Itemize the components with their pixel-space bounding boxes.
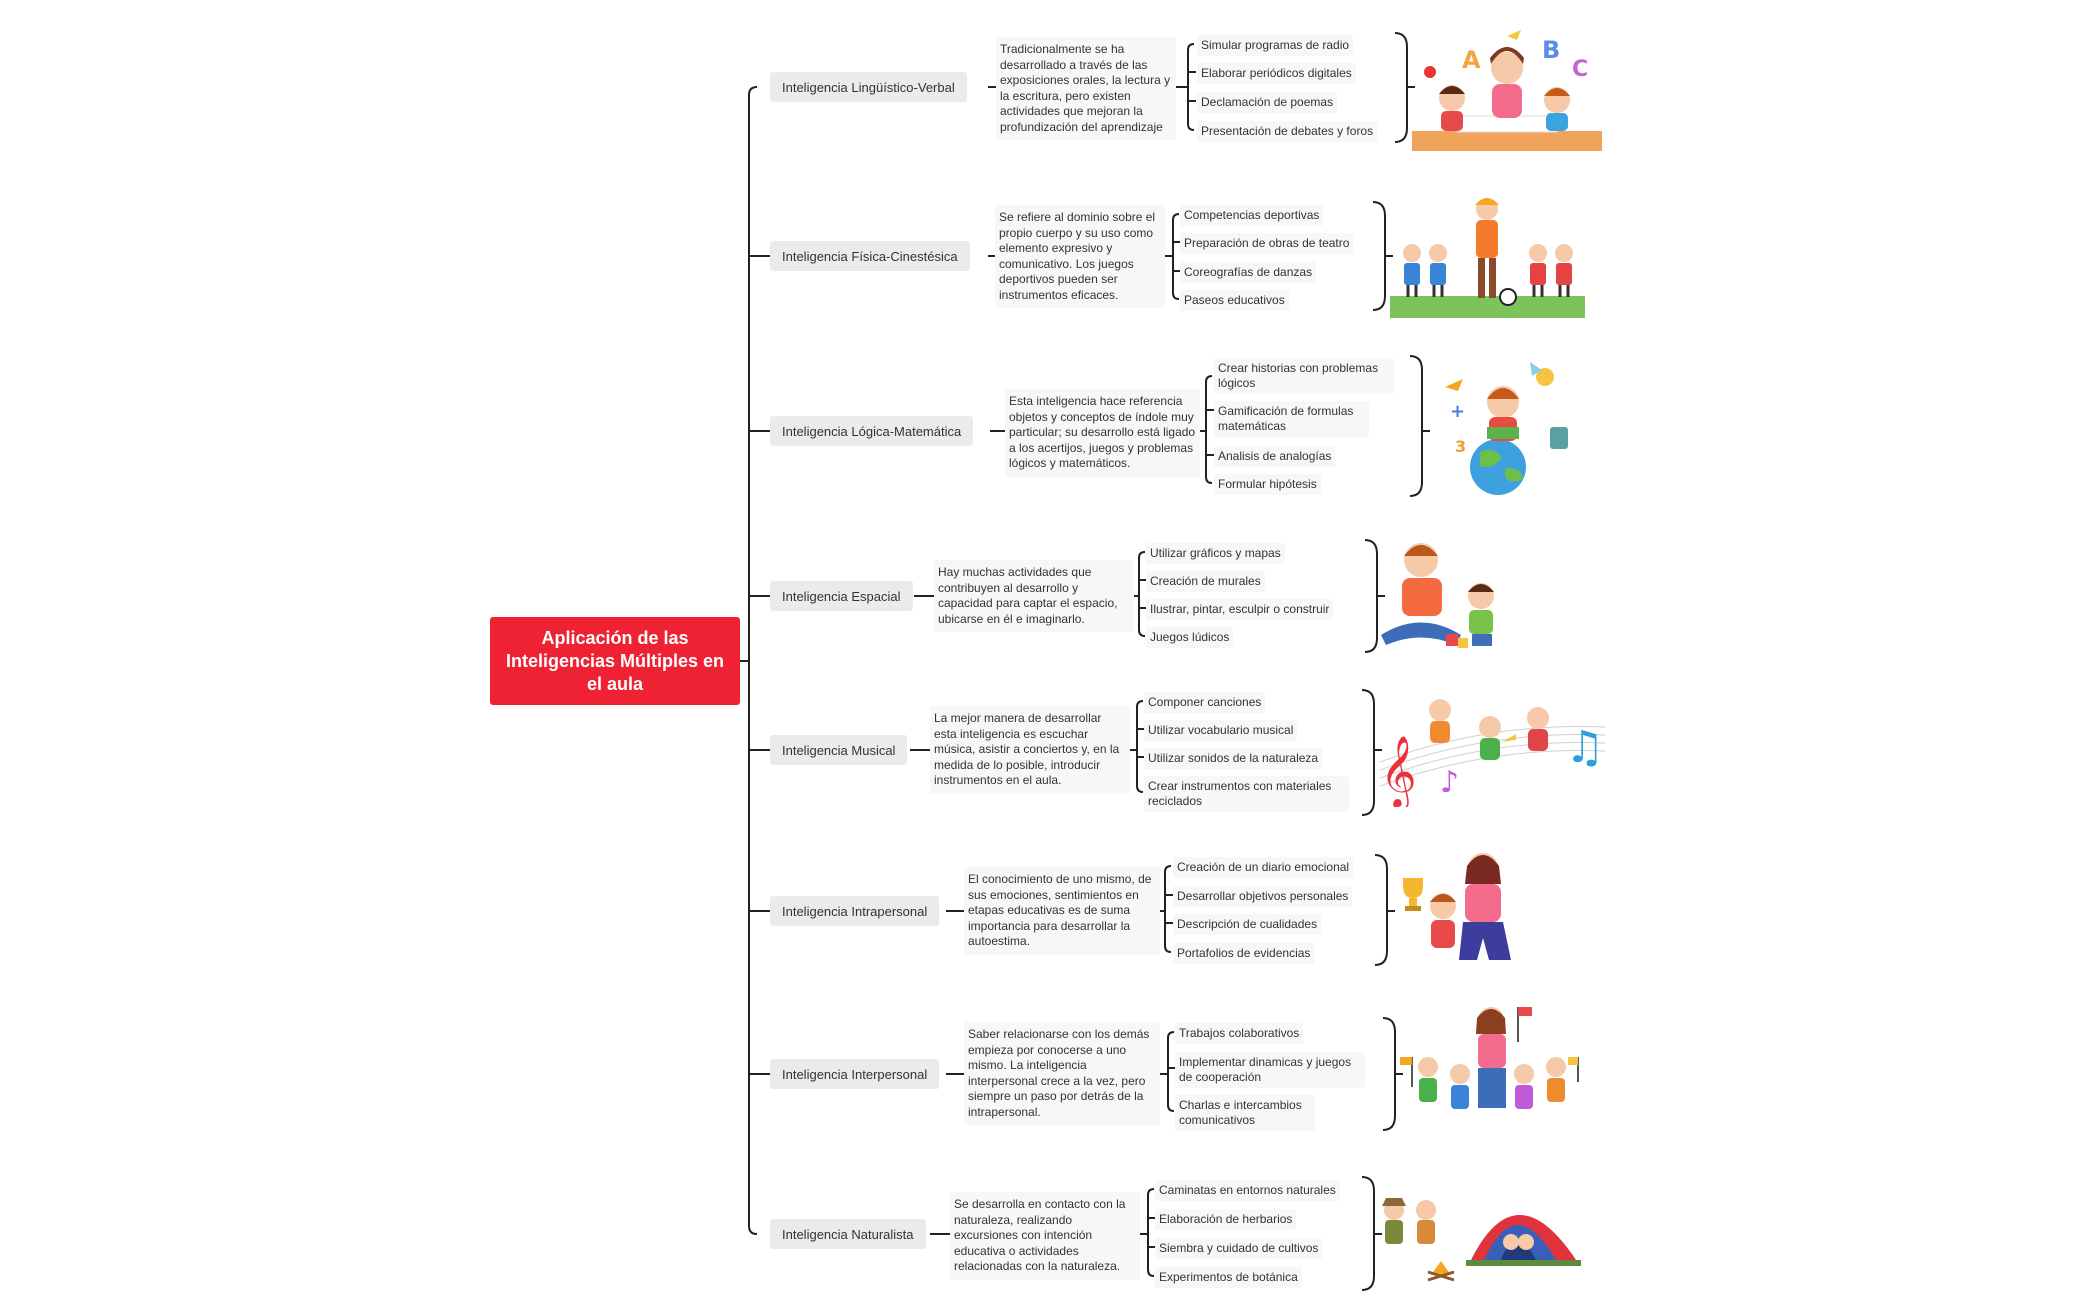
svg-text:B: B (1542, 36, 1560, 64)
activity-item: Preparación de obras de teatro (1180, 233, 1354, 254)
activities-bracket (1187, 43, 1195, 131)
activities-bracket (1205, 375, 1213, 484)
branch-label: Inteligencia Espacial (782, 588, 901, 604)
activity-item: Analisis de analogías (1214, 446, 1336, 467)
svg-text:A: A (1462, 46, 1481, 74)
svg-text:+: + (1450, 401, 1465, 422)
activity-item: Juegos lúdicos (1146, 627, 1234, 648)
branch-musical[interactable]: Inteligencia Musical (770, 735, 908, 765)
group-bracket (1361, 689, 1375, 816)
central-topic[interactable]: Aplicación de las Inteligencias Múltiple… (490, 617, 740, 705)
branch-intrapersonal[interactable]: Inteligencia Intrapersonal (770, 896, 940, 926)
activity-item: Creación de murales (1146, 571, 1265, 592)
svg-text:3: 3 (1455, 437, 1466, 456)
group-bracket (1374, 854, 1388, 966)
activity-item: Descripción de cualidades (1173, 914, 1322, 935)
activities-bracket (1147, 1188, 1155, 1277)
activities-bracket (1138, 551, 1146, 637)
activity-item: Charlas e intercambios comunicativos (1175, 1095, 1315, 1131)
branch-linguistico-verbal[interactable]: Inteligencia Lingüístico-Verbal (770, 72, 967, 102)
activity-item: Experimentos de botánica (1155, 1267, 1302, 1288)
description-naturalista: Se desarrolla en contacto con la natural… (950, 1192, 1140, 1280)
description-logica-matematica: Esta inteligencia hace referencia objeto… (1005, 389, 1200, 477)
description-musical: La mejor manera de desarrollar esta inte… (930, 706, 1130, 794)
group-bracket (1409, 355, 1423, 497)
children-camping-tent-illustration (1382, 1198, 1581, 1282)
svg-text:♫: ♫ (1565, 722, 1604, 773)
description-espacial: Hay muchas actividades que contribuyen a… (934, 560, 1134, 632)
branch-fisica-cinestesica[interactable]: Inteligencia Física-Cinestésica (770, 241, 970, 271)
activity-item: Utilizar vocabulario musical (1144, 720, 1298, 741)
branch-logica-matematica[interactable]: Inteligencia Lógica-Matemática (770, 416, 974, 446)
group-bracket (1394, 32, 1408, 143)
activity-item: Crear historias con problemas lógicos (1214, 358, 1394, 394)
branch-interpersonal[interactable]: Inteligencia Interpersonal (770, 1059, 940, 1089)
teacher-with-group-flags-illustration (1400, 1007, 1579, 1109)
activities-bracket (1172, 213, 1180, 300)
activity-item: Caminatas en entornos naturales (1155, 1180, 1340, 1201)
activity-item: Presentación de debates y foros (1197, 121, 1378, 142)
father-and-son-playing-blocks-illustration (1381, 543, 1494, 648)
activity-item: Formular hipótesis (1214, 474, 1321, 495)
activity-item: Paseos educativos (1180, 290, 1289, 311)
activities-bracket (1167, 1031, 1175, 1112)
activity-item: Declamación de poemas (1197, 92, 1338, 113)
branch-label: Inteligencia Física-Cinestésica (782, 248, 958, 264)
branch-label: Inteligencia Intrapersonal (782, 903, 928, 919)
activity-item: Crear instrumentos con materiales recicl… (1144, 776, 1349, 812)
child-reading-on-globe-illustration: + 3 (1445, 362, 1568, 495)
children-music-notes-illustration: 𝄞 ♫ ♪ (1380, 699, 1605, 807)
activity-item: Competencias deportivas (1180, 205, 1324, 226)
coach-with-children-sports-illustration (1390, 198, 1585, 318)
branch-espacial[interactable]: Inteligencia Espacial (770, 581, 913, 611)
activity-item: Utilizar sonidos de la naturaleza (1144, 748, 1323, 769)
activities-bracket (1136, 700, 1144, 793)
activity-item: Siembra y cuidado de cultivos (1155, 1238, 1323, 1259)
activity-item: Elaborar periódicos digitales (1197, 63, 1356, 84)
activity-item: Coreografías de danzas (1180, 262, 1317, 283)
central-topic-label: Aplicación de las Inteligencias Múltiple… (505, 627, 725, 694)
activity-item: Elaboración de herbarios (1155, 1209, 1297, 1230)
activity-item: Creación de un diario emocional (1173, 857, 1354, 878)
svg-text:𝄞: 𝄞 (1380, 734, 1417, 807)
svg-text:♪: ♪ (1440, 765, 1459, 800)
activity-item: Portafolios de evidencias (1173, 943, 1315, 964)
activity-item: Componer canciones (1144, 692, 1266, 713)
branch-label: Inteligencia Interpersonal (782, 1066, 928, 1082)
branch-label: Inteligencia Musical (782, 742, 896, 758)
main-spine (748, 86, 758, 1235)
group-bracket (1361, 1176, 1375, 1291)
activity-item: Utilizar gráficos y mapas (1146, 543, 1285, 564)
activities-bracket (1164, 865, 1172, 953)
activity-item: Implementar dinamicas y juegos de cooper… (1175, 1052, 1365, 1088)
activity-item: Ilustrar, pintar, esculpir o construir (1146, 599, 1334, 620)
branch-label: Inteligencia Lingüístico-Verbal (782, 79, 955, 95)
activity-item: Gamificación de formulas matemáticas (1214, 401, 1369, 437)
branch-naturalista[interactable]: Inteligencia Naturalista (770, 1219, 926, 1249)
description-fisica-cinestesica: Se refiere al dominio sobre el propio cu… (995, 205, 1165, 308)
teacher-with-children-alphabet-illustration: A B C (1412, 30, 1602, 151)
activity-item: Trabajos colaborativos (1175, 1023, 1304, 1044)
branch-label: Inteligencia Naturalista (782, 1226, 914, 1242)
branch-label: Inteligencia Lógica-Matemática (782, 423, 962, 439)
activity-item: Desarrollar objetivos personales (1173, 886, 1353, 907)
description-intrapersonal: El conocimiento de uno mismo, de sus emo… (964, 867, 1160, 955)
group-bracket (1372, 201, 1386, 311)
group-bracket (1382, 1017, 1396, 1131)
mother-and-daughter-trophy-illustration (1403, 853, 1511, 960)
activity-item: Simular programas de radio (1197, 35, 1354, 56)
description-interpersonal: Saber relacionarse con los demás empieza… (964, 1022, 1160, 1125)
svg-text:C: C (1572, 57, 1588, 82)
description-linguistico-verbal: Tradicionalmente se ha desarrollado a tr… (996, 37, 1176, 140)
